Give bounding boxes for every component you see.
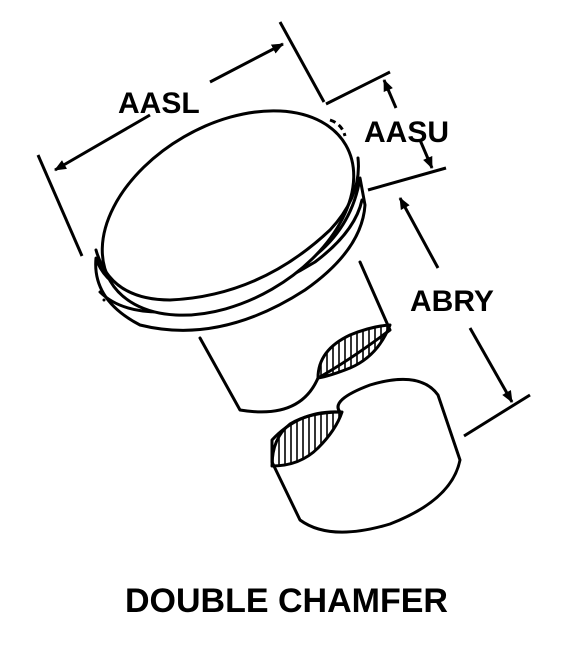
lower-part <box>270 377 462 534</box>
dimension-aasu <box>325 70 447 192</box>
head-top <box>100 109 356 317</box>
aasu-label: AASU <box>364 116 449 149</box>
upper-chamfer-face <box>316 323 392 380</box>
aasl-arrow-right <box>209 42 284 84</box>
aasl-label: AASL <box>118 87 200 120</box>
lower-chamfer-face <box>270 410 344 468</box>
dimension-abry <box>398 197 531 438</box>
aasu-extension-top <box>325 70 391 106</box>
abry-label: ABRY <box>410 285 494 318</box>
aasu-leader <box>329 118 347 137</box>
aasu-arrow-down <box>418 139 434 169</box>
abry-arrow-up <box>398 197 440 269</box>
upper-part <box>94 109 392 414</box>
abry-arrow-down <box>468 327 514 403</box>
aasl-extension-left <box>36 154 84 257</box>
head-rim <box>94 156 360 302</box>
abry-extension-bottom <box>463 393 531 438</box>
aasl-arrow-left <box>54 113 151 172</box>
aasl-extension-right <box>278 21 326 103</box>
diagram-caption: DOUBLE CHAMFER <box>125 582 448 620</box>
aasu-extension-bottom <box>367 166 447 192</box>
aasu-arrow-up <box>382 79 398 109</box>
dimension-aasl <box>36 21 326 257</box>
